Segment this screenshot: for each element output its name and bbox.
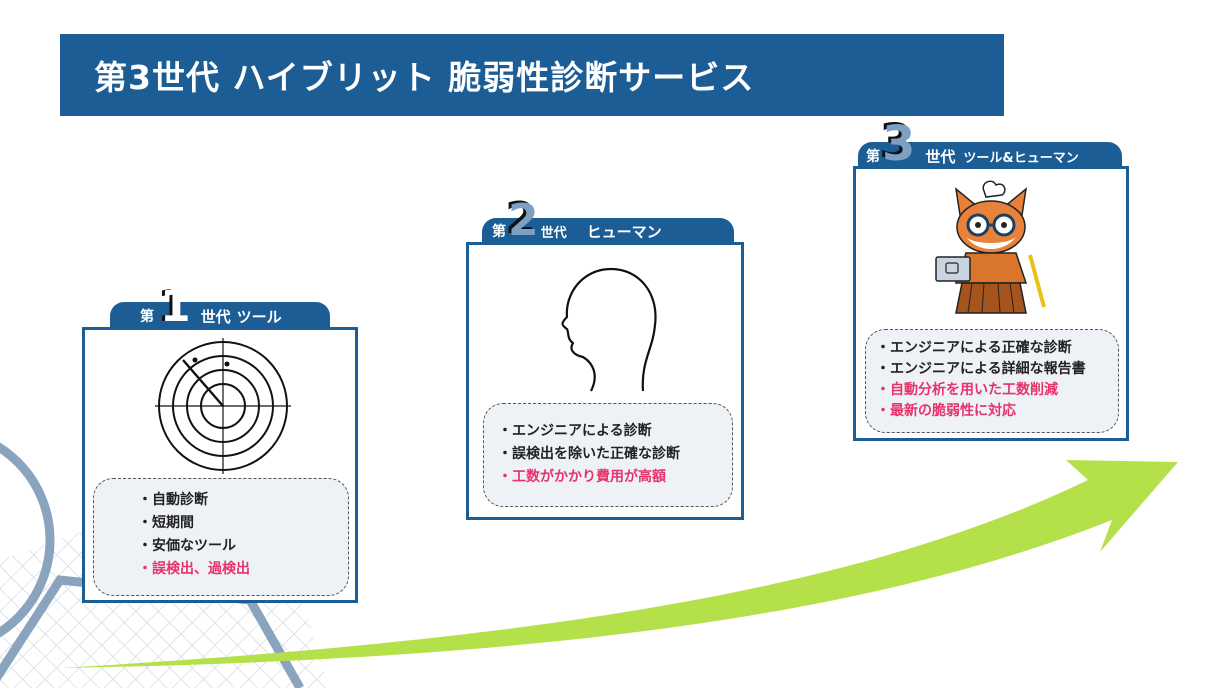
- feature-item: ・安価なツール: [138, 538, 236, 554]
- generation-type: ツール&ヒューマン: [963, 150, 1079, 166]
- feature-box-1: ・自動診断 ・短期間 ・安価なツール ・誤検出、過検出: [93, 478, 349, 596]
- feature-item-drawback: ・誤検出、過検出: [138, 561, 250, 577]
- feature-item-drawback: ・工数がかかり費用が高額: [498, 469, 666, 485]
- generation-label: 世代: [925, 147, 956, 166]
- feature-item: ・自動診断: [138, 492, 208, 508]
- generation-label: 世代: [200, 307, 231, 326]
- feature-box-3: ・エンジニアによる正確な診断 ・エンジニアによる詳細な報告書 ・自動分析を用いた…: [865, 329, 1119, 433]
- feature-item: ・短期間: [138, 515, 194, 531]
- feature-box-2: ・エンジニアによる診断 ・誤検出を除いた正確な診断 ・工数がかかり費用が高額: [483, 403, 733, 507]
- dai-label: 第: [492, 224, 506, 240]
- dai-label: 第: [140, 309, 154, 325]
- growth-arrow: [60, 460, 1178, 668]
- generation-label: 世代: [540, 225, 567, 241]
- decor-arc: [0, 442, 55, 638]
- card-generation-1: ・自動診断 ・短期間 ・安価なツール ・誤検出、過検出: [82, 327, 358, 603]
- feature-item: ・エンジニアによる診断: [498, 423, 652, 439]
- feature-item: ・エンジニアによる正確な診断: [876, 340, 1072, 356]
- feature-item: ・エンジニアによる詳細な報告書: [876, 361, 1086, 377]
- page-title: 第3世代 ハイブリット 脆弱性診断サービス: [60, 34, 1004, 116]
- feature-item-benefit: ・自動分析を用いた工数削減: [876, 382, 1058, 398]
- generation-number-2: 2: [508, 195, 539, 246]
- generation-number-3: 3: [882, 116, 916, 172]
- generation-type: ヒューマン: [586, 222, 662, 241]
- tab-generation-3: 第 3 世代 ツール&ヒューマン: [858, 120, 1122, 170]
- feature-item: ・誤検出を除いた正確な診断: [498, 446, 680, 462]
- dai-label: 第: [866, 149, 880, 165]
- radar-icon: [155, 338, 291, 474]
- generation-number-1: 1: [160, 281, 191, 332]
- mascot-fox-icon: [935, 180, 1046, 314]
- human-head-icon: [561, 267, 657, 392]
- generation-type: ツール: [236, 307, 282, 326]
- tab-generation-1: 第 1 世代 ツール: [110, 285, 330, 330]
- card-generation-3: ・エンジニアによる正確な診断 ・エンジニアによる詳細な報告書 ・自動分析を用いた…: [853, 166, 1129, 441]
- tab-generation-2: 第 2 世代 ヒューマン: [482, 199, 734, 244]
- card-generation-2: ・エンジニアによる診断 ・誤検出を除いた正確な診断 ・工数がかかり費用が高額: [466, 242, 744, 520]
- feature-item-benefit: ・最新の脆弱性に対応: [876, 403, 1016, 419]
